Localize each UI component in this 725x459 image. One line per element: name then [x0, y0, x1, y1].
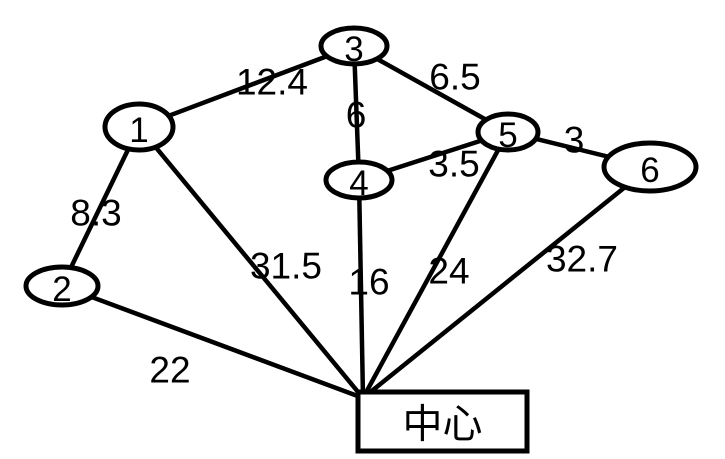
edges-layer	[68, 53, 628, 401]
edge-weight-1-3: 12.4	[236, 62, 308, 103]
edge-weight-3-4: 6	[346, 95, 367, 136]
node-5-shape	[475, 111, 541, 153]
node-label-6: 6	[640, 151, 659, 190]
node-2-shape	[23, 264, 101, 308]
node-1-shape	[102, 101, 176, 153]
node-label-1: 1	[129, 111, 148, 150]
edge-4-center	[357, 195, 366, 401]
edge-weight-6-center: 32.7	[546, 239, 618, 280]
edge-5-6	[533, 136, 611, 159]
node-label-center: 中心	[403, 402, 483, 446]
edge-weight-4-center: 16	[348, 262, 389, 303]
labels-layer: 1 2 3 4 5 6 中心 12.4 6.5 6 3.5 3 8.3 31.5 22 16 24 32.7	[52, 30, 659, 446]
edge-6-center	[360, 184, 628, 401]
node-6-shape	[601, 140, 699, 194]
edge-weight-5-6: 3	[564, 120, 585, 161]
edge-5-center	[360, 146, 501, 401]
edge-weight-1-center: 31.5	[250, 246, 322, 287]
edge-weight-2-center: 22	[149, 350, 190, 391]
node-label-2: 2	[52, 270, 71, 309]
node-label-3: 3	[344, 30, 363, 69]
node-center-shape	[355, 389, 530, 454]
edge-weight-4-5: 3.5	[428, 144, 479, 185]
edge-3-5	[374, 56, 489, 122]
edge-1-2	[68, 146, 131, 270]
edge-weight-3-5: 6.5	[429, 57, 480, 98]
nodes-layer	[23, 25, 699, 454]
node-3-shape	[318, 25, 390, 67]
edge-3-4	[352, 61, 361, 165]
node-label-4: 4	[349, 164, 368, 203]
edge-1-center	[153, 144, 366, 401]
edge-4-5	[385, 138, 484, 174]
edge-weight-1-2: 8.3	[70, 193, 121, 234]
edge-1-3	[166, 53, 330, 119]
node-4-shape	[323, 159, 395, 201]
node-label-5: 5	[498, 116, 517, 155]
edge-weight-5-center: 24	[428, 251, 469, 292]
edge-2-center	[89, 294, 366, 401]
